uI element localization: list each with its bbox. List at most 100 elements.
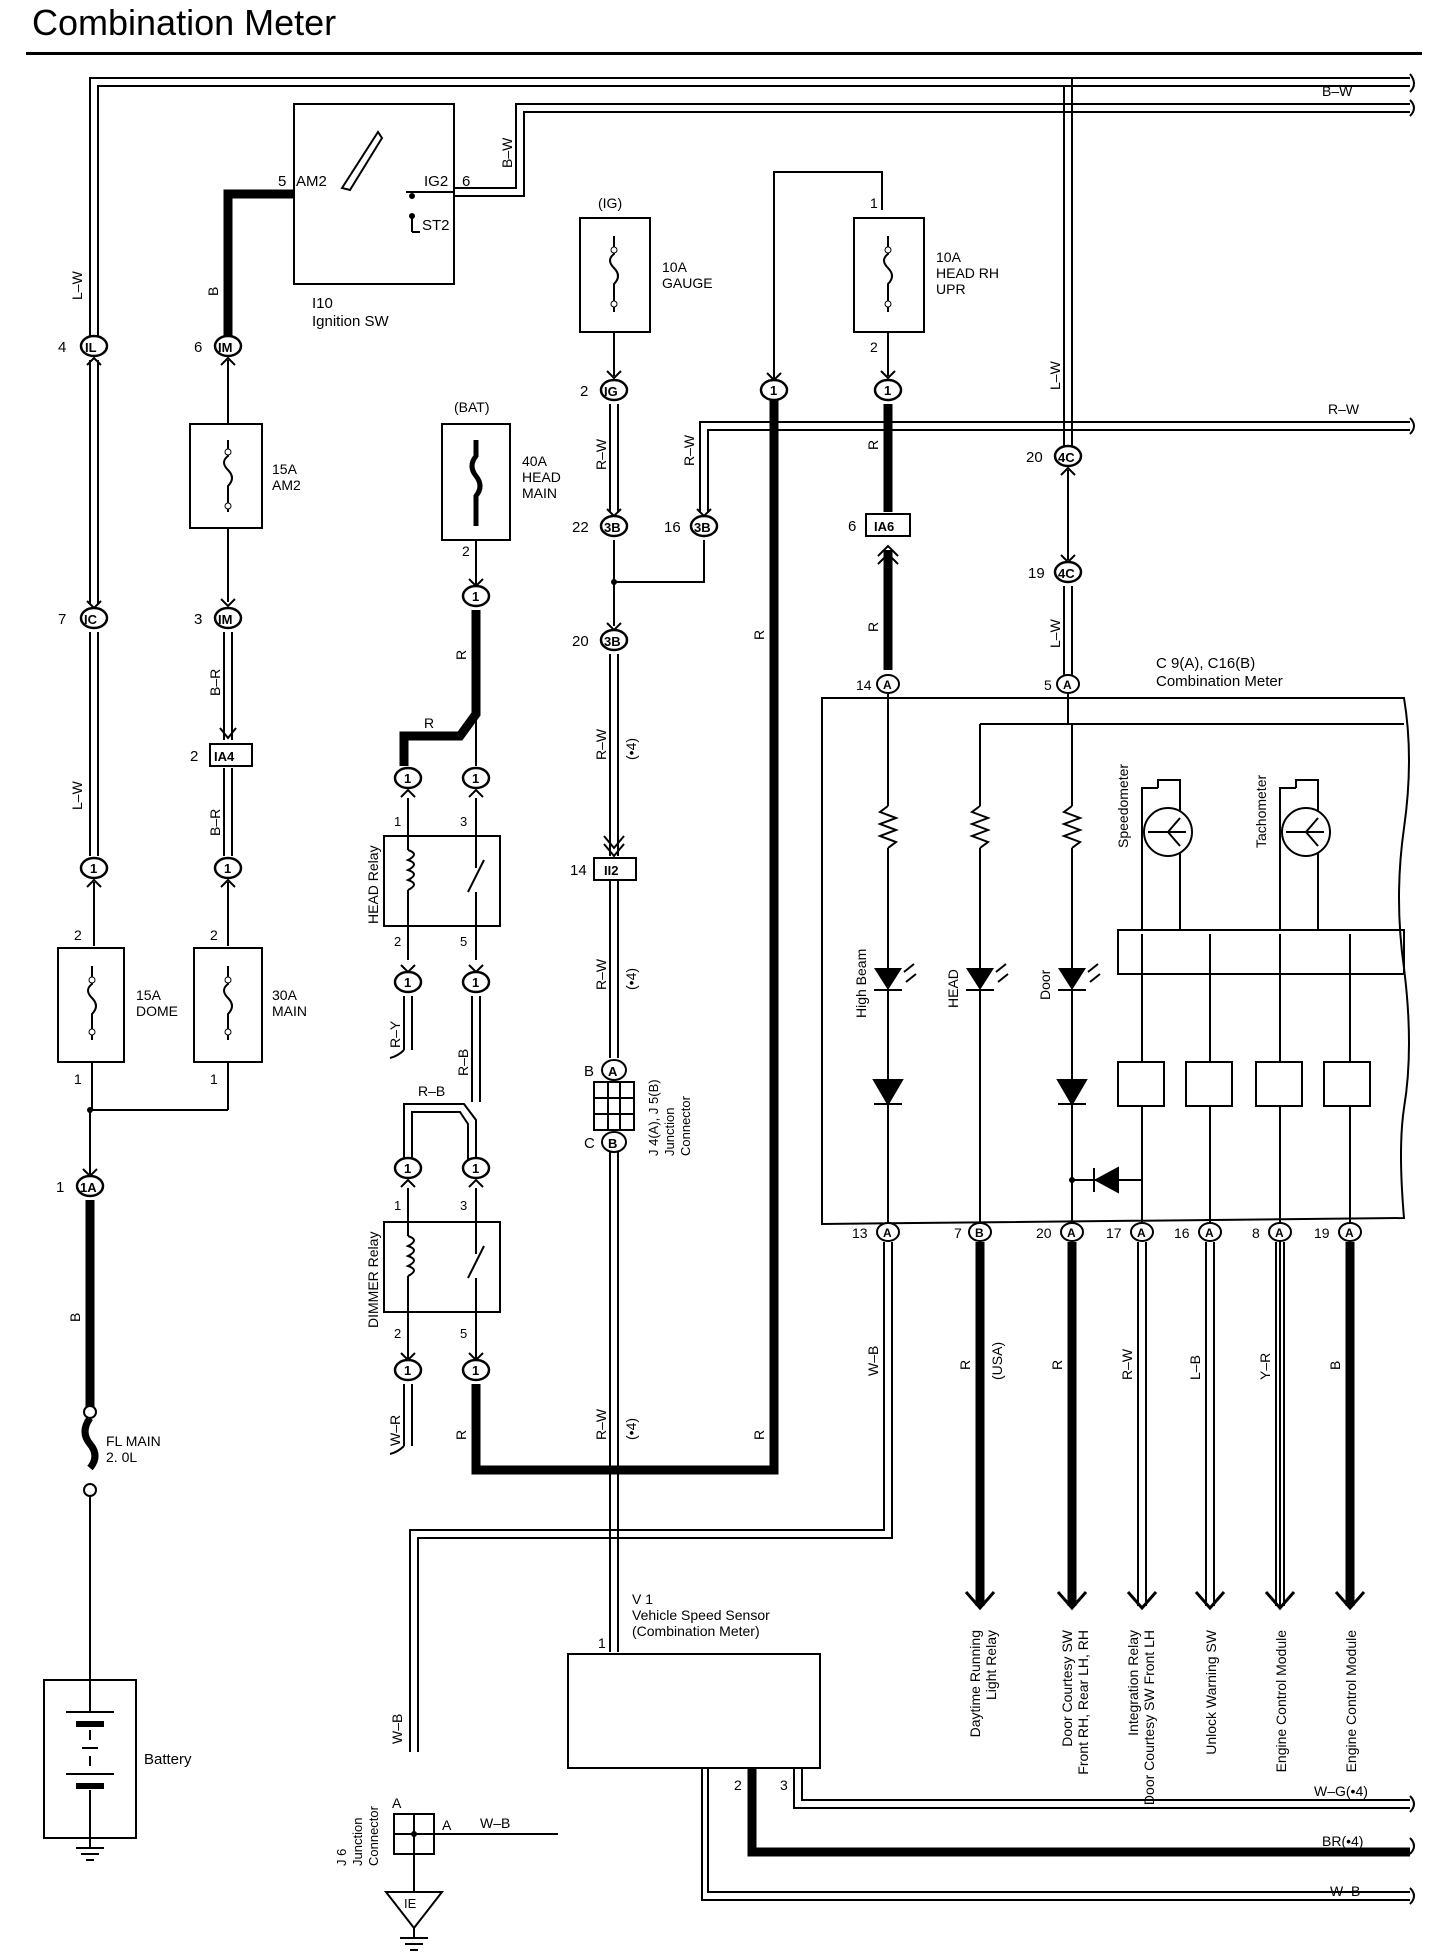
connector-3b-20-pin: 20 [572,633,589,650]
connector-4c-19-pin: 19 [1028,565,1045,582]
connector-1-bat: 1 [461,578,491,608]
wire-label-b-am2: B [205,287,221,296]
bw-top-wire [89,73,1415,346]
connector-3b-22-code: 3B [604,520,621,535]
head-main-supply: (BAT) [454,399,490,415]
wire-label-rw-right: R–W [1328,401,1360,417]
tachometer-icon [1281,807,1331,857]
fuse-dome-pin1: 1 [74,1071,82,1087]
svg-text:1: 1 [404,771,411,786]
wire-label-rw-gauge: R–W [593,438,609,470]
fuse-dome-box [57,947,125,1063]
meter-bottom-pin-13-code: A [883,1226,892,1240]
meter-bottom-pin-16: 16 [1174,1225,1190,1241]
am2-column-wires [219,360,237,946]
connector-4c-19-code: 4C [1058,566,1075,581]
meter-bottom-pins: A 13 B 7 A 20 A 17 A 16 A 8 A 19 [852,1222,1362,1242]
meter-bottom-pin-8: 8 [1252,1225,1260,1241]
fuse-head-rh-rating: 10A [936,249,962,265]
connector-ia6: IA6 6 [848,513,911,537]
connector-3b-22-pin: 22 [572,519,589,536]
high-beam-label: High Beam [853,949,869,1018]
fuse-join-wire [89,1062,229,1176]
j6-pin-a: A [392,1795,402,1811]
dimmer-relay-pin2: 2 [394,1326,401,1341]
wire-label-lw-4c2: L–W [1047,618,1063,648]
head-relay-name: HEAD Relay [365,845,381,924]
battery-icon [66,1680,114,1838]
connector-1a-code: 1A [80,1180,97,1195]
fuse-head-main-pin: 2 [462,543,470,559]
svg-text:1: 1 [472,771,479,786]
connector-ia4-pin: 2 [190,748,198,765]
ignition-st2-label: ST2 [422,217,450,234]
wire-label-dot4-2: (•4) [623,968,639,990]
connector-ii2: II2 14 [570,857,637,881]
wire-label-lw-left2: L–W [69,780,85,810]
b-am2-wire [223,189,294,336]
wire-label-r-vert: R [751,630,767,640]
dimmer-relay-box [383,1221,501,1313]
fuse-dome-name: DOME [136,1003,178,1019]
fuse-main-icon [223,966,233,1040]
connector-1-r: 1 [759,372,789,402]
connector-3b-16: 3B 16 [664,508,719,538]
lw-left-wire [89,360,99,946]
connector-im1: IM 6 [194,334,243,366]
speedometer-label: Speedometer [1115,764,1131,848]
vss-output-wires [701,1768,1415,1905]
wire-label-rw-mid2: R–W [593,958,609,990]
meter-pin5-code: A [1063,678,1072,692]
head-relay-conn-bottom: 1 1 [393,964,491,994]
wire-label-wr: W–R [387,1415,403,1446]
wire-label-r-7: R [957,1360,973,1370]
wire-label-wb-j6: W–B [389,1714,405,1744]
fuse-head-rh-name2: UPR [936,281,966,297]
svg-text:1: 1 [404,1363,411,1378]
meter-bottom-pin-17-code: A [1137,1226,1146,1240]
vss-pin1: 1 [598,1635,606,1651]
fuse-head-rh-box [853,217,925,333]
junction-j4-pin-b: B [584,1063,594,1080]
connector-1a: 1A 1 [56,1168,105,1198]
dest-integ-1: Integration Relay [1125,1630,1141,1736]
connector-3b-20-code: 3B [604,634,621,649]
vss-br-wire [747,1768,1410,1857]
wire-label-lw-4c1: L–W [1047,360,1063,390]
ignition-switch-contact-icon [340,130,384,192]
fuse-main-box [193,947,263,1063]
meter-bottom-pin-16-code: A [1205,1226,1214,1240]
meter-bottom-pin-17: 17 [1106,1225,1122,1241]
led-head-icon [966,963,1009,991]
dimmer-relay-coil-icon [405,1188,485,1362]
svg-text:1: 1 [884,383,891,398]
connector-ic: IC 7 [58,600,109,630]
dimmer-relay-conn-top: 1 1 1 3 [393,1156,491,1213]
combo-meter-name: Combination Meter [1156,673,1283,690]
fuse-head-main-rating: 40A [522,453,548,469]
connector-4c-20-code: 4C [1058,450,1075,465]
door-label: Door [1037,969,1053,1000]
connector-1a-pin: 1 [56,1179,64,1196]
svg-text:1: 1 [472,589,479,604]
r-dimmer-loop-wire [471,390,779,1475]
wire-label-wb-bottom: W–B [1330,1883,1360,1899]
meter-top-pins: A 14 A 5 [856,674,1080,694]
junction-j4-let-a: A [608,1064,618,1079]
ignition-pin5: 5 [278,173,286,190]
fuse-gauge-rating: 10A [662,259,688,275]
tachometer-label: Tachometer [1253,775,1269,848]
fuse-head-main-icon [469,440,483,526]
head-relay-box [383,835,501,927]
meter-pin14: 14 [856,677,872,693]
wire-label-dot4-3: (•4) [623,1418,639,1440]
wire-label-rb-2: R–B [418,1083,445,1099]
fuse-main-rating: 30A [272,987,298,1003]
meter-bottom-pin-8-code: A [1275,1226,1284,1240]
connector-ii2-code: II2 [604,863,618,878]
junction-j4-line3: Connector [678,1095,693,1156]
connector-ia6-pin: 6 [848,518,856,535]
fuse-head-rh-icon [883,236,893,312]
vss-pin2: 2 [734,1777,742,1793]
r-bat-wire [399,610,481,766]
